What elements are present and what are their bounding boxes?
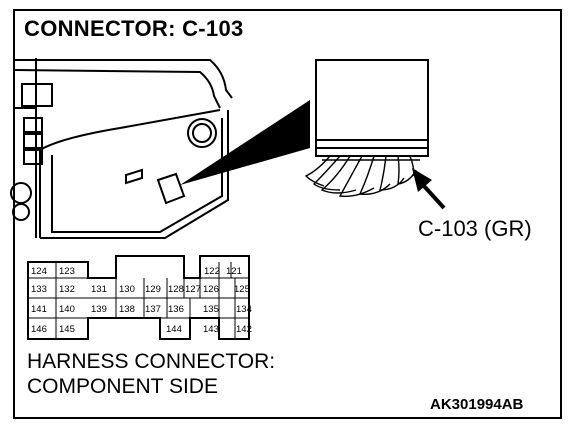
pin-141: 141 <box>31 304 47 315</box>
diagram-title: CONNECTOR: C-103 <box>24 16 244 41</box>
pin-143: 143 <box>203 324 219 335</box>
connector-pin-grid: 124 123 122 121 133 132 131 130 129 128 … <box>27 255 252 340</box>
pin-130: 130 <box>119 284 135 295</box>
pin-124: 124 <box>31 266 47 277</box>
pin-121: 121 <box>226 266 242 277</box>
pin-138: 138 <box>119 304 135 315</box>
pin-145: 145 <box>59 324 75 335</box>
pin-137: 137 <box>145 304 161 315</box>
pin-133: 133 <box>31 284 47 295</box>
figure-code: AK301994AB <box>430 396 524 413</box>
projection-wedge <box>180 100 310 185</box>
callout-arrow <box>412 168 446 210</box>
glovebox-top <box>39 109 221 151</box>
pin-142: 142 <box>236 324 252 335</box>
pin-125: 125 <box>234 284 250 295</box>
round-vent <box>187 118 217 148</box>
connector-callout-label: C-103 (GR) <box>418 216 532 241</box>
pin-129: 129 <box>145 284 161 295</box>
wire-harness <box>304 155 420 198</box>
pin-128: 128 <box>168 284 184 295</box>
location-marker <box>156 172 186 205</box>
pin-122: 122 <box>204 266 220 277</box>
pin-126: 126 <box>203 284 219 295</box>
pin-127: 127 <box>185 284 201 295</box>
pin-134: 134 <box>236 304 252 315</box>
pin-144: 144 <box>166 324 182 335</box>
pin-136: 136 <box>168 304 184 315</box>
dashboard-top-edge <box>15 59 233 99</box>
pin-132: 132 <box>59 284 75 295</box>
component-side-caption: COMPONENT SIDE <box>27 375 218 398</box>
connector-body <box>315 59 429 141</box>
pin-139: 139 <box>91 304 107 315</box>
pin-131: 131 <box>91 284 107 295</box>
pin-135: 135 <box>203 304 219 315</box>
glovebox-latch <box>125 168 143 185</box>
vent-square <box>21 83 53 107</box>
pin-140: 140 <box>59 304 75 315</box>
harness-connector-caption: HARNESS CONNECTOR: <box>27 350 276 373</box>
pin-123: 123 <box>59 266 75 277</box>
pin-146: 146 <box>31 324 47 335</box>
